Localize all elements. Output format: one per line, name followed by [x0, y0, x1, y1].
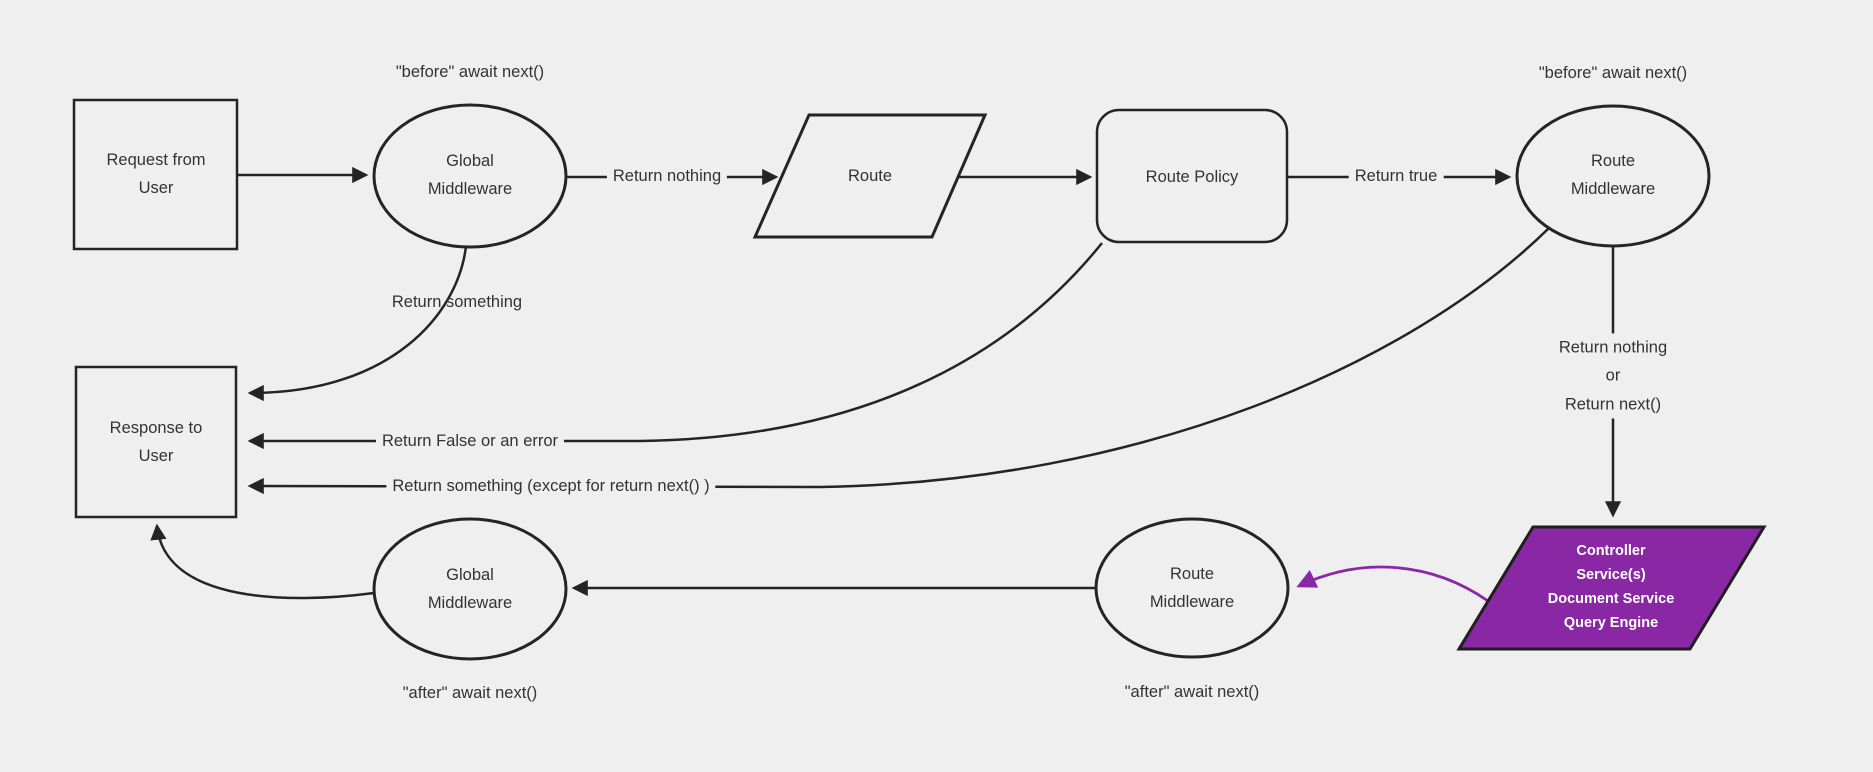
edge-return-false-to-response	[247, 242, 1103, 450]
node-global-middleware-top-ellipse	[372, 103, 568, 249]
node-global-middleware-top-label: Global Middleware	[427, 151, 513, 198]
edge-global-middleware-bottom-to-response	[150, 523, 375, 600]
node-controller-label: Controller Service(s) Document Service Q…	[1547, 543, 1675, 631]
node-global-middleware-bottom-label: Global Middleware	[427, 565, 513, 612]
node-route-policy-rect	[1095, 108, 1289, 244]
node-route-policy-label: Route Policy	[1145, 167, 1239, 186]
node-route-middleware-top-label: Route Middleware	[1570, 151, 1656, 198]
edge-label-return-nothing-or-next: Return nothing or Return next()	[1552, 333, 1674, 419]
node-route-middleware-bottom-label: Route Middleware	[1149, 564, 1235, 611]
edge-controller-to-route-middleware-bottom	[1296, 565, 1489, 603]
node-request-rect	[72, 98, 239, 251]
edge-label-return-true: Return true	[1348, 161, 1444, 191]
edge-return-something-to-response	[247, 245, 468, 402]
edge-label-return-something-except: Return something (except for return next…	[386, 471, 716, 501]
edge-label-return-false-or-error: Return False or an error	[375, 426, 565, 456]
node-response-rect	[74, 365, 238, 519]
edge-label-before-await-right: "before" await next()	[1538, 63, 1688, 82]
edge-label-after-await-right: "after" await next()	[1124, 682, 1260, 701]
edge-label-return-nothing: Return nothing	[606, 161, 728, 191]
node-response-label: Response to User	[109, 418, 203, 465]
edge-label-return-something: Return something	[391, 292, 523, 311]
node-route-middleware-bottom-ellipse	[1094, 517, 1290, 659]
node-global-middleware-bottom-ellipse	[372, 517, 568, 661]
edge-label-before-await-left: "before" await next()	[395, 62, 545, 81]
node-request-label: Request from User	[106, 150, 206, 197]
node-controller-parallelogram	[1456, 525, 1767, 651]
edge-return-something-except-to-response	[247, 227, 1550, 495]
node-route-parallelogram	[752, 113, 988, 239]
node-route-middleware-top-ellipse	[1515, 104, 1711, 248]
node-route-label: Route	[847, 166, 893, 185]
edge-label-after-await-left: "after" await next()	[402, 683, 538, 702]
